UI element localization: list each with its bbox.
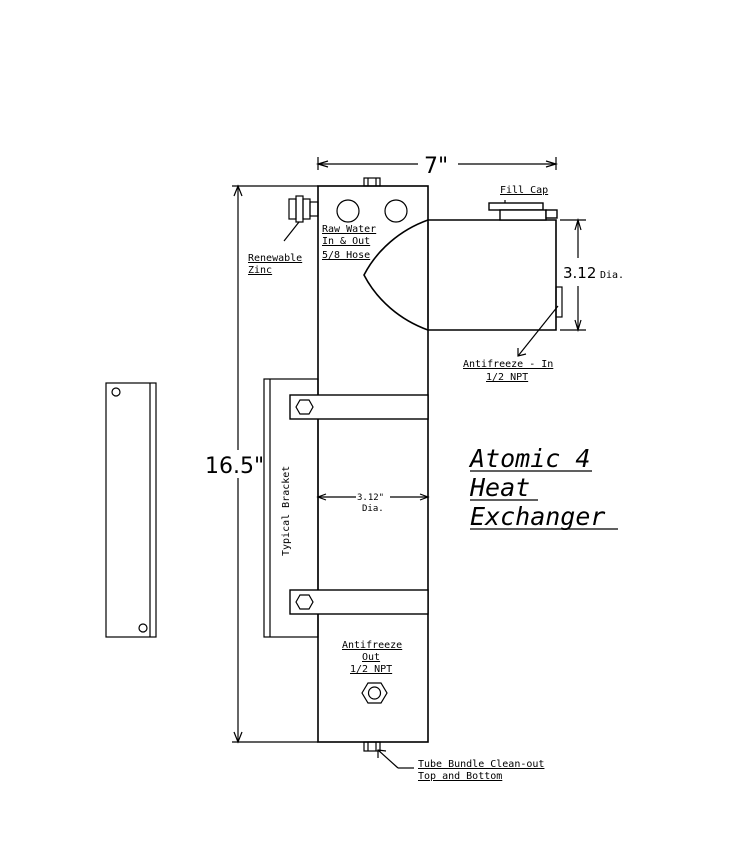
bottom-clean-out-stud [363,741,381,752]
diagram-title: Atomic 4 Heat Exchanger [468,444,618,531]
antifreeze-out-label-3: 1/2 NPT [350,664,392,675]
lower-clamp [289,589,429,615]
raw-water-label-3: 5/8 Hose [322,250,370,261]
manifold [363,219,563,331]
width-dimension: 7" [315,154,559,179]
body-diameter-unit: Dia. [362,504,384,514]
title-line-2: Heat [469,473,530,502]
raw-water-ports [336,199,408,223]
title-line-3: Exchanger [470,502,605,531]
antifreeze-out-label-2: Out [362,652,380,663]
manifold-diameter-dimension: 3.12 Dia. [560,217,624,333]
renewable-zinc-fitting [283,195,319,242]
tube-bundle-leader [377,749,414,769]
antifreeze-in-label-1: Antifreeze - In [463,359,553,370]
fill-cap [488,200,558,221]
antifreeze-out-label-1: Antifreeze [342,640,402,651]
bracket-side-view [105,382,157,638]
manifold-diameter-label: 3.12 [563,264,596,282]
antifreeze-in-leader [517,305,559,357]
zinc-label-1: Renewable [248,253,302,264]
antifreeze-out-fitting [361,682,388,704]
antifreeze-in-label-2: 1/2 NPT [486,372,528,383]
tube-bundle-label-2: Top and Bottom [418,771,502,782]
height-dimension: 16.5" [205,184,318,744]
body-diameter-dimension: 3.12" Dia. [316,493,430,514]
width-dimension-label: 7" [424,154,448,179]
height-dimension-label: 16.5" [205,454,264,479]
raw-water-label-2: In & Out [322,236,370,247]
bracket-label: Typical Bracket [281,466,292,556]
fill-cap-label: Fill Cap [500,185,548,196]
tube-bundle-label-1: Tube Bundle Clean-out [418,759,544,770]
top-clean-out-stud [363,177,381,187]
raw-water-label-1: Raw Water [322,224,376,235]
body-diameter-label: 3.12" [357,493,384,503]
title-line-1: Atomic 4 [468,444,590,473]
zinc-label-2: Zinc [248,265,272,276]
upper-clamp [289,394,429,420]
manifold-diameter-unit: Dia. [600,270,624,281]
